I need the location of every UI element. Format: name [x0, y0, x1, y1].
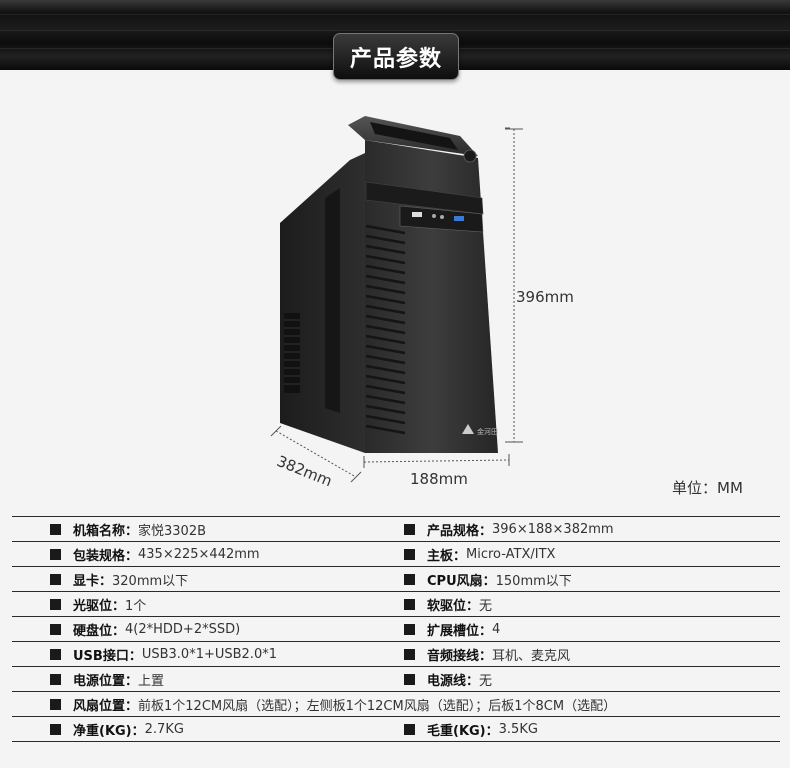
bullet-square-icon	[404, 523, 415, 535]
spec-row: 电源位置：上置 电源线：无	[12, 666, 780, 691]
bullet-square-icon	[50, 573, 61, 585]
bullet-square-icon	[50, 523, 61, 535]
spec-row: 显卡：320mm以下 CPU风扇：150mm以下	[12, 566, 780, 591]
bullet-square-icon	[50, 623, 61, 635]
section-title: 产品参数	[333, 33, 459, 80]
spec-table: 机箱名称：家悦3302B 产品规格：396×188×382mm 包装规格：435…	[12, 516, 780, 742]
spec-row: 光驱位：1个 软驱位：无	[12, 591, 780, 616]
unit-label: 单位：MM	[672, 479, 743, 497]
bullet-square-icon	[404, 573, 415, 585]
bullet-square-icon	[404, 623, 415, 635]
bullet-square-icon	[50, 673, 61, 685]
spec-row: 硬盘位：4(2*HDD+2*SSD) 扩展槽位：4	[12, 616, 780, 641]
spec-row: USB接口：USB3.0*1+USB2.0*1 音频接线：耳机、麦克风	[12, 641, 780, 666]
bullet-square-icon	[50, 648, 61, 660]
width-dimension: 188mm	[410, 470, 468, 488]
spec-row: 机箱名称：家悦3302B 产品规格：396×188×382mm	[12, 516, 780, 541]
bullet-square-icon	[50, 698, 61, 710]
brand-label: 金河田	[477, 427, 498, 436]
bullet-square-icon	[404, 548, 415, 560]
height-dimension: 396mm	[516, 288, 574, 306]
bullet-square-icon	[404, 598, 415, 610]
bullet-square-icon	[50, 598, 61, 610]
pc-case-image: 金河田	[280, 116, 510, 453]
bullet-square-icon	[404, 648, 415, 660]
spec-row: 风扇位置：前板1个12CM风扇（选配）；左侧板1个12CM风扇（选配）；后板1个…	[12, 691, 780, 716]
bullet-square-icon	[50, 548, 61, 560]
bullet-square-icon	[50, 723, 61, 735]
bullet-square-icon	[404, 673, 415, 685]
spec-row: 净重(KG)：2.7KG 毛重(KG)：3.5KG	[12, 716, 780, 742]
brand-logo-icon	[462, 424, 474, 434]
bullet-square-icon	[404, 723, 415, 735]
spec-row: 包装规格：435×225×442mm 主板：Micro-ATX/ITX	[12, 541, 780, 566]
